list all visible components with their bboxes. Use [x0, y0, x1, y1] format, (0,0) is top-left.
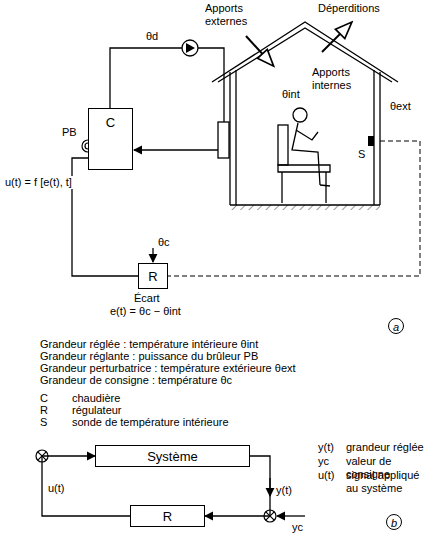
- sensor: [368, 136, 374, 146]
- label-text: u(t) = f [e(t), t]: [4, 176, 73, 189]
- label-text: Écart: [134, 292, 160, 305]
- node-text: Système: [147, 449, 198, 464]
- label-text: régulateur: [72, 404, 122, 417]
- label-text: Grandeur de consigne : température θc: [40, 374, 232, 387]
- label-text: chaudière: [72, 392, 120, 405]
- node-text: C: [106, 115, 115, 130]
- label-text: e(t) = θc − θint: [110, 305, 181, 318]
- label-text: Grandeur réglée : température intérieure…: [40, 338, 258, 351]
- label-text: S: [358, 148, 365, 161]
- label-text: u(t): [318, 469, 335, 482]
- system-block: Système: [95, 445, 250, 467]
- seated-person: [278, 108, 330, 203]
- label-text: yc: [292, 521, 303, 534]
- label-text: θc: [158, 236, 170, 249]
- label-text: θd: [146, 30, 158, 43]
- panel-letter: a: [388, 318, 404, 334]
- loss-arrow: [322, 28, 346, 52]
- label-text: signal appliqué au système: [346, 469, 428, 494]
- boiler-box: C: [88, 108, 133, 170]
- label-text: Grandeur réglante : puissance du brûleur…: [40, 350, 258, 363]
- return-pipe: [134, 149, 218, 150]
- radiator: [218, 122, 229, 158]
- node-text: R: [148, 269, 157, 284]
- controller-box: R: [138, 263, 168, 289]
- supply-pipe: [198, 48, 224, 122]
- label-text: PB: [62, 126, 77, 139]
- external-gain-arrow: [246, 36, 268, 60]
- label-text: R: [40, 404, 48, 417]
- setpoint-arrow: [152, 248, 153, 262]
- label-text: C: [40, 392, 48, 405]
- house: [212, 22, 398, 210]
- node-text: R: [163, 509, 172, 524]
- label-text: θint: [282, 88, 300, 101]
- signal-label: y(t): [276, 484, 292, 496]
- label-text: yc: [318, 455, 329, 468]
- label-text: grandeur réglée: [346, 441, 424, 454]
- signal-line: [72, 158, 138, 276]
- label-text: Apports internes: [312, 66, 372, 91]
- pump: [182, 40, 198, 56]
- controller-box: R: [130, 505, 205, 527]
- label-text: θext: [390, 100, 411, 113]
- label-text: Apports externes: [205, 2, 267, 27]
- signal-label: u(t): [48, 482, 65, 494]
- setpoint-input: [277, 515, 305, 516]
- label-text: sonde de température intérieure: [72, 416, 229, 429]
- label-text: S: [40, 416, 47, 429]
- pump-symbol: [186, 43, 195, 53]
- label-text: y(t): [318, 441, 334, 454]
- supply-pipe: [110, 48, 182, 108]
- label-text: Grandeur perturbatrice : température ext…: [40, 362, 296, 375]
- sensor-wire: [168, 141, 420, 276]
- panel-letter: b: [386, 514, 402, 530]
- label-text: Déperditions: [318, 2, 380, 15]
